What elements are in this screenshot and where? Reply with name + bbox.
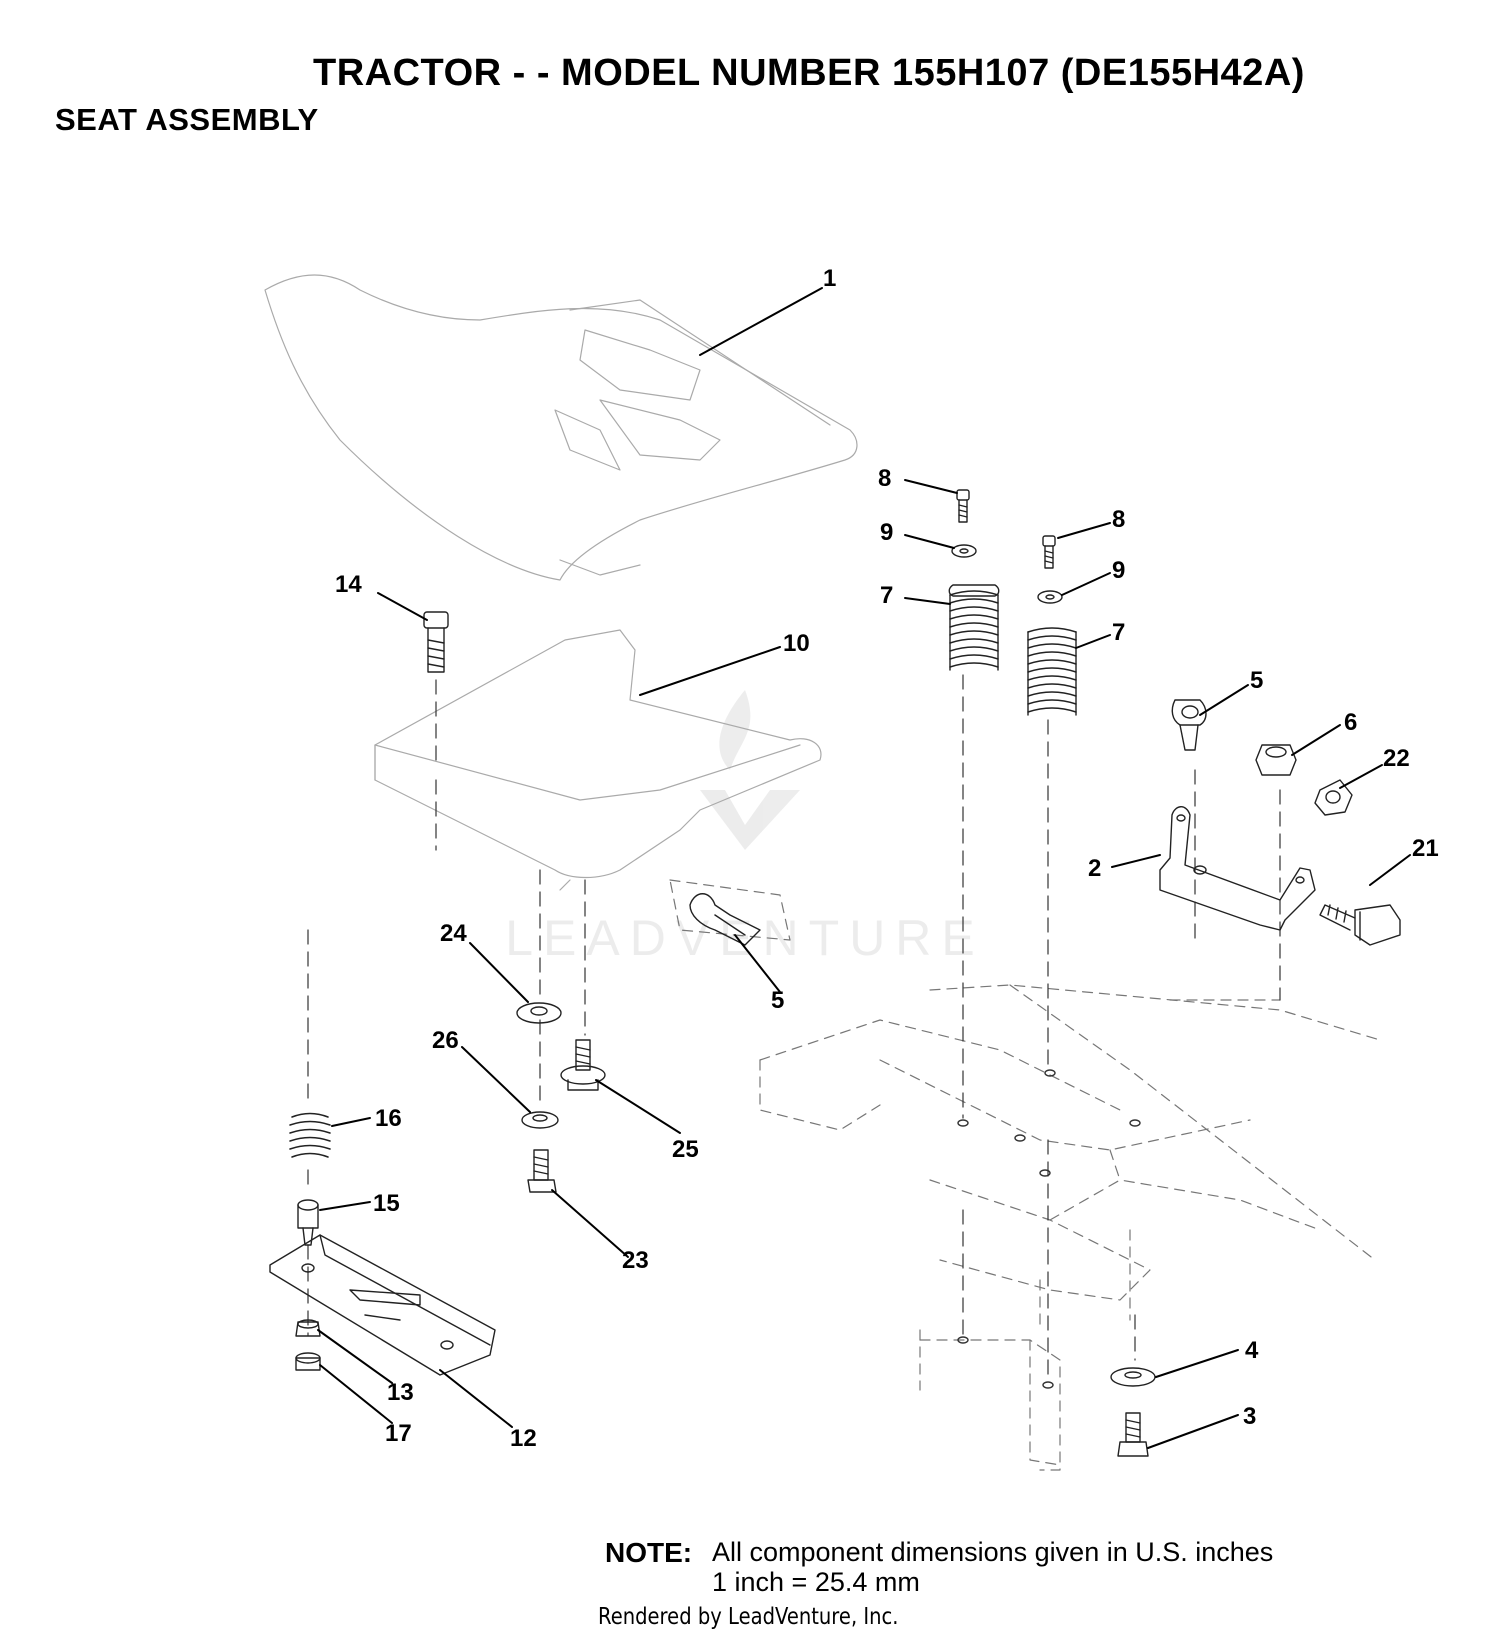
clip-5-lower bbox=[689, 893, 761, 946]
callout-6: 6 bbox=[1344, 709, 1357, 736]
watermark-text: LEADVENTURE bbox=[505, 910, 985, 966]
callout-3: 3 bbox=[1243, 1403, 1256, 1430]
washer-4 bbox=[1110, 1367, 1156, 1387]
callout-2: 2 bbox=[1088, 855, 1101, 882]
callout-23: 23 bbox=[622, 1247, 649, 1274]
spring-7-left bbox=[948, 584, 1000, 671]
note-conversion: 1 inch = 25.4 mm bbox=[712, 1567, 920, 1597]
spacer-15 bbox=[297, 1199, 319, 1246]
render-credit: Rendered by LeadVenture, Inc. bbox=[598, 1604, 899, 1630]
bolt-25 bbox=[560, 1039, 606, 1091]
note-label: NOTE: bbox=[605, 1537, 693, 1568]
watermark: LEADVENTURE bbox=[505, 690, 985, 966]
clip-5-upper bbox=[1171, 699, 1207, 751]
callout-13: 13 bbox=[387, 1379, 414, 1406]
spring-7-right bbox=[1027, 627, 1077, 716]
callout-24: 24 bbox=[440, 920, 467, 947]
washer-24 bbox=[516, 1002, 562, 1024]
section-title: SEAT ASSEMBLY bbox=[55, 102, 319, 137]
leader-lines bbox=[317, 287, 1411, 1449]
bolt-8-right bbox=[1042, 535, 1056, 569]
nut-6 bbox=[1255, 744, 1297, 776]
callout-4: 4 bbox=[1245, 1337, 1259, 1364]
washer-26 bbox=[521, 1111, 559, 1129]
washer-9-left bbox=[951, 544, 977, 558]
callout-15: 15 bbox=[373, 1190, 400, 1217]
washer-17 bbox=[295, 1352, 321, 1371]
callout-17: 17 bbox=[385, 1420, 412, 1447]
callout-7-right: 7 bbox=[1112, 619, 1125, 646]
callout-labels: 1 8 9 7 8 9 7 14 10 5 6 22 2 21 24 5 26 … bbox=[335, 265, 1439, 1452]
callout-21: 21 bbox=[1412, 835, 1439, 862]
page-title: TRACTOR - - MODEL NUMBER 155H107 (DE155H… bbox=[313, 52, 1305, 94]
nut-13 bbox=[295, 1319, 321, 1337]
note-dimensions: All component dimensions given in U.S. i… bbox=[712, 1537, 1274, 1567]
plate-12 bbox=[269, 1234, 496, 1376]
callout-1: 1 bbox=[823, 265, 836, 292]
callout-16: 16 bbox=[375, 1105, 402, 1132]
nut-22 bbox=[1314, 779, 1353, 816]
chassis-frame bbox=[669, 879, 1381, 1471]
callout-10: 10 bbox=[783, 630, 810, 657]
seat-part bbox=[264, 274, 858, 581]
callout-5-upper: 5 bbox=[1250, 667, 1263, 694]
bracket-2 bbox=[1159, 806, 1316, 931]
bolt-8-left bbox=[956, 489, 970, 523]
bolt-14 bbox=[423, 611, 449, 673]
callout-9-left: 9 bbox=[880, 519, 893, 546]
bolt-23 bbox=[527, 1149, 557, 1193]
callout-8-left: 8 bbox=[878, 465, 891, 492]
seat-pan-part bbox=[374, 629, 822, 891]
callout-7-left: 7 bbox=[880, 582, 893, 609]
bolt-3 bbox=[1117, 1412, 1149, 1457]
callout-9-right: 9 bbox=[1112, 557, 1125, 584]
washer-9-right bbox=[1037, 590, 1063, 604]
callout-8-right: 8 bbox=[1112, 506, 1125, 533]
callout-26: 26 bbox=[432, 1027, 459, 1054]
callout-25: 25 bbox=[672, 1136, 699, 1163]
callout-5-lower: 5 bbox=[771, 987, 784, 1014]
spring-16 bbox=[289, 1112, 331, 1158]
callout-22: 22 bbox=[1383, 745, 1410, 772]
mounting-holes bbox=[957, 1069, 1141, 1389]
callout-14: 14 bbox=[335, 571, 362, 598]
callout-12: 12 bbox=[510, 1425, 537, 1452]
bolt-21 bbox=[1319, 904, 1401, 946]
